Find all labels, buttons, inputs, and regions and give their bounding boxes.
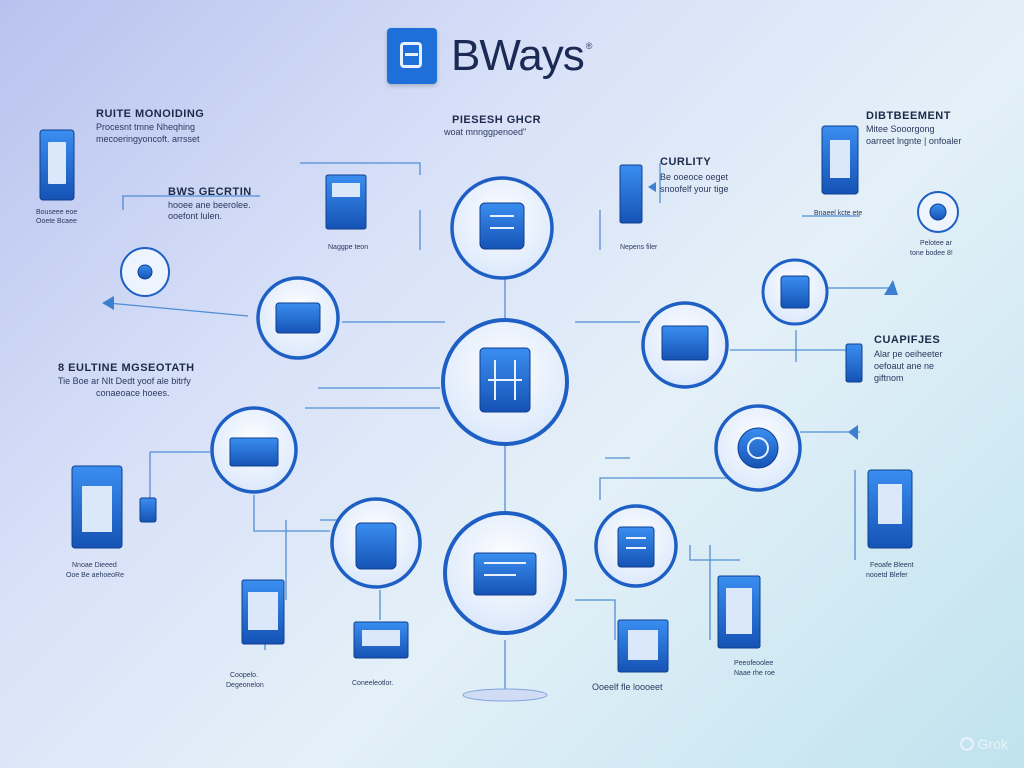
small-label: Nnoae Dieeed (72, 562, 117, 569)
label-line: Alar pe oeiheeter (874, 349, 943, 359)
small-label: Bouseee eoe (36, 209, 78, 216)
small-label: Naggpe teon (328, 244, 369, 251)
small-label: Ooete Bcaee (36, 218, 77, 225)
label-line: Be ooeoce oeget (660, 172, 729, 182)
small-label: Degeonelon (226, 682, 264, 689)
small-label: tone bodee 8! (910, 250, 953, 257)
label-line: conaeoace hoees. (96, 388, 170, 398)
label-line: giftnom (874, 373, 904, 383)
label-line: oarreet lngnte | onfoaler (866, 136, 962, 146)
label-line: oefoaut ane ne (874, 361, 935, 371)
small-label: nooetd Blefer (866, 572, 908, 579)
brand-tm: ® (585, 41, 593, 51)
small-label: Pelotee ar (920, 240, 952, 247)
label-line: woat mnnggpenoed" (444, 127, 527, 137)
grok-logo-icon (959, 737, 974, 751)
label-line: ooefont lulen. (168, 211, 223, 221)
label-line: hooee ane beerolee. (168, 200, 251, 210)
small-label: Coneeleotlor. (352, 680, 394, 687)
small-label: Ooeelf fle loooeet (592, 682, 663, 692)
label-title: 8 EULTINE MGSEOTATH (58, 362, 195, 374)
document-icon (387, 28, 437, 84)
label-line: Tie Boe ar NIt Dedt yoof ale bitrfy (58, 376, 191, 386)
brand-header: BWays ® (387, 28, 592, 84)
watermark: Grok (959, 736, 1008, 752)
label-line: Mitee Sooorgong (866, 124, 935, 134)
small-label: Peeofeoolee (734, 660, 774, 667)
watermark-text: Grok (977, 736, 1008, 752)
label-title: DIBTBEEMENT (866, 110, 951, 122)
label-title: CURLITY (660, 156, 712, 168)
brand-name: BWays (451, 31, 585, 80)
label-line: snoofelf your tige (660, 184, 729, 194)
label-title: BWS GECRTIN (168, 186, 252, 198)
small-label: Ooe Be aehoeoRe (66, 572, 124, 579)
small-label: Coopelo. (230, 672, 259, 679)
label-line: Procesnt tmne Nheqhing (96, 122, 196, 132)
label-title: CUAPIFJES (874, 334, 941, 346)
small-label: Feoafe Bleent (870, 562, 914, 569)
small-label: Bnaeel kcte ete (814, 210, 863, 217)
label-title: RUITE MONOIDING (96, 108, 205, 120)
small-label: Nepens filer (620, 244, 658, 251)
small-label: Naae rhe roe (734, 670, 775, 677)
label-title: PIESESH GHCR (452, 114, 542, 126)
label-line: mecoeringyoncoft. arrsset (96, 134, 200, 144)
